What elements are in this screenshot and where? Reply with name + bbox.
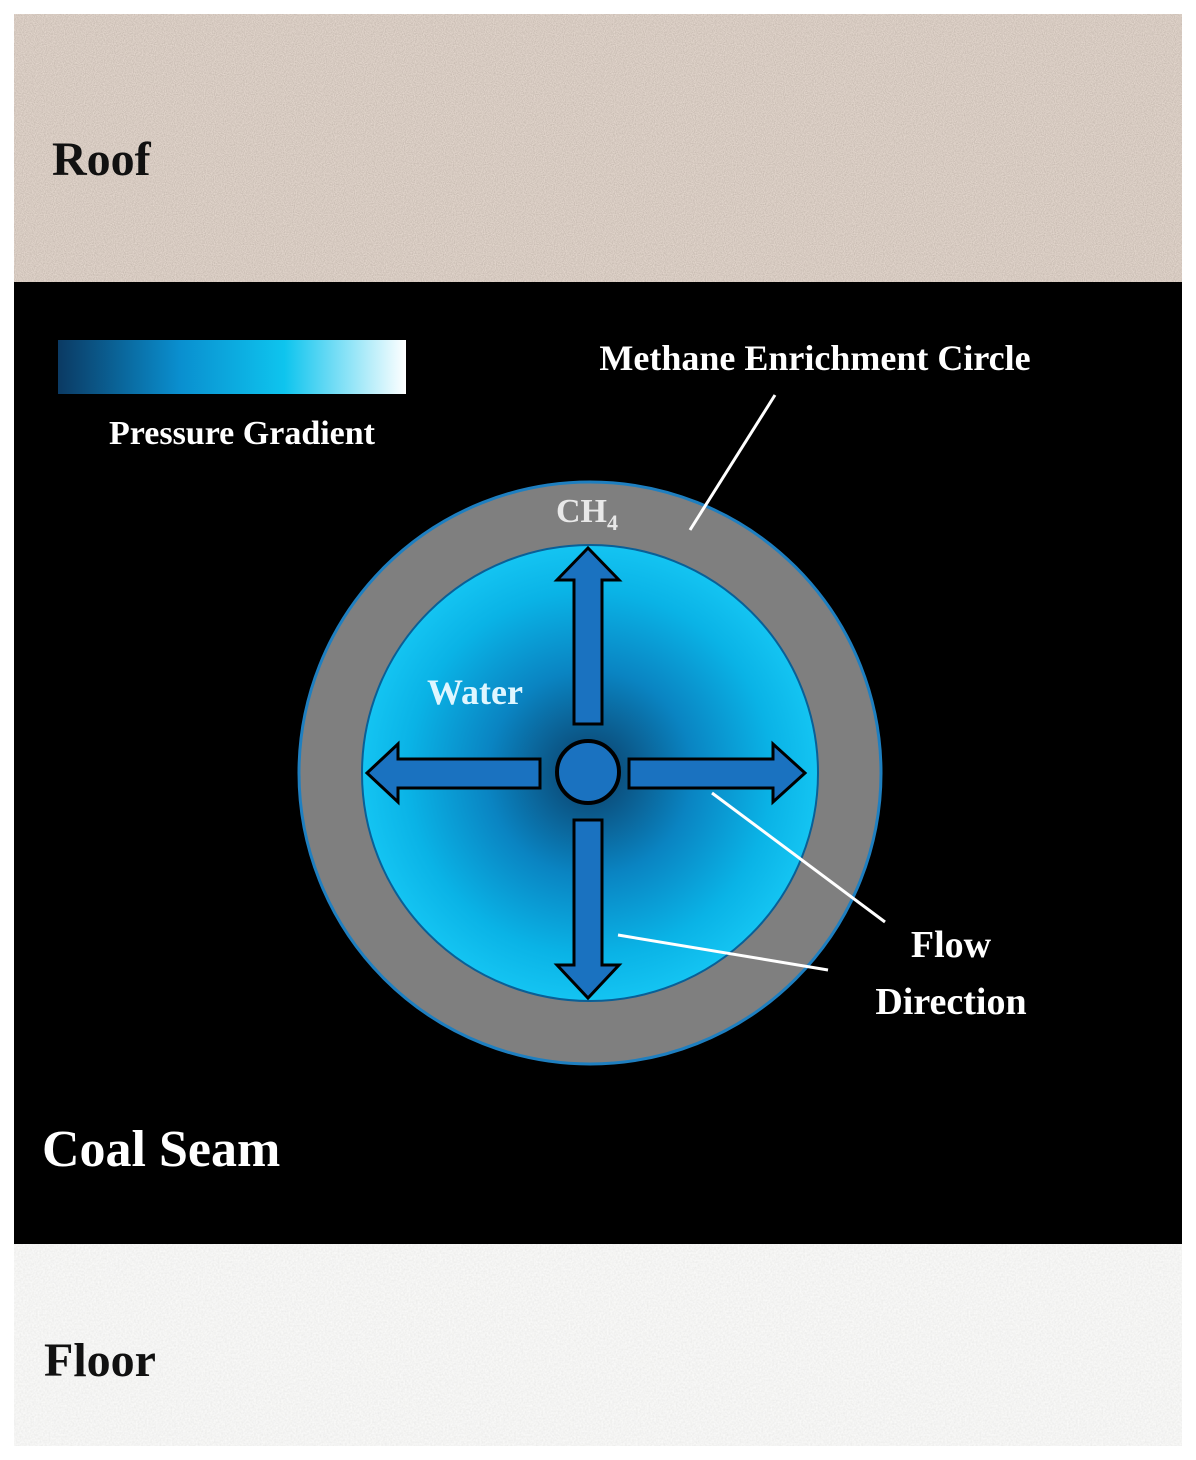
flow-arrow-up — [553, 545, 623, 726]
flow-arrows — [364, 545, 808, 1001]
water-label: Water — [427, 672, 523, 712]
pressure-gradient-label: Pressure Gradient — [109, 415, 376, 452]
pressure-gradient-legend: Pressure Gradient — [58, 340, 406, 452]
flow-leader-line-right — [711, 791, 886, 924]
flow-leader-line-bottom — [617, 933, 829, 972]
gas-formula: CH — [556, 493, 607, 530]
methane-circle-label: Methane Enrichment Circle — [599, 338, 1030, 378]
leader-lines — [617, 394, 886, 972]
flow-direction-label-line2: Direction — [875, 981, 1026, 1023]
flow-arrow-down — [553, 818, 623, 1001]
floor-label: Floor — [44, 1334, 156, 1387]
wellbore — [555, 739, 621, 805]
roof-layer: Roof — [14, 14, 1182, 282]
flow-direction-label-line1: Flow — [911, 924, 992, 966]
pressure-gradient-bar — [58, 340, 406, 394]
flow-arrow-right — [627, 740, 808, 806]
gas-label: CH4 — [556, 493, 618, 535]
flow-arrow-left — [364, 740, 542, 806]
gas-subscript: 4 — [607, 510, 618, 535]
roof-label: Roof — [52, 133, 152, 186]
floor-layer: Floor — [14, 1244, 1182, 1446]
coal-seam-label: Coal Seam — [42, 1121, 280, 1178]
methane-leader-line — [688, 394, 777, 531]
